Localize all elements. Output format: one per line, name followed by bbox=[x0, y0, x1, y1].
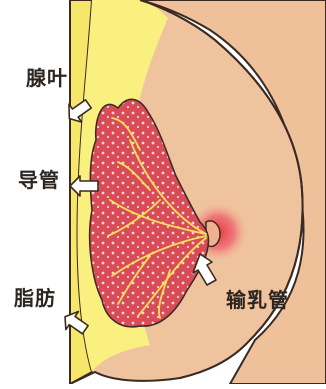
label-lobule: 腺叶 bbox=[26, 68, 68, 88]
label-duct: 导管 bbox=[18, 170, 60, 190]
label-lactiferous-duct: 输乳管 bbox=[226, 290, 289, 310]
label-fat: 脂肪 bbox=[14, 288, 56, 308]
